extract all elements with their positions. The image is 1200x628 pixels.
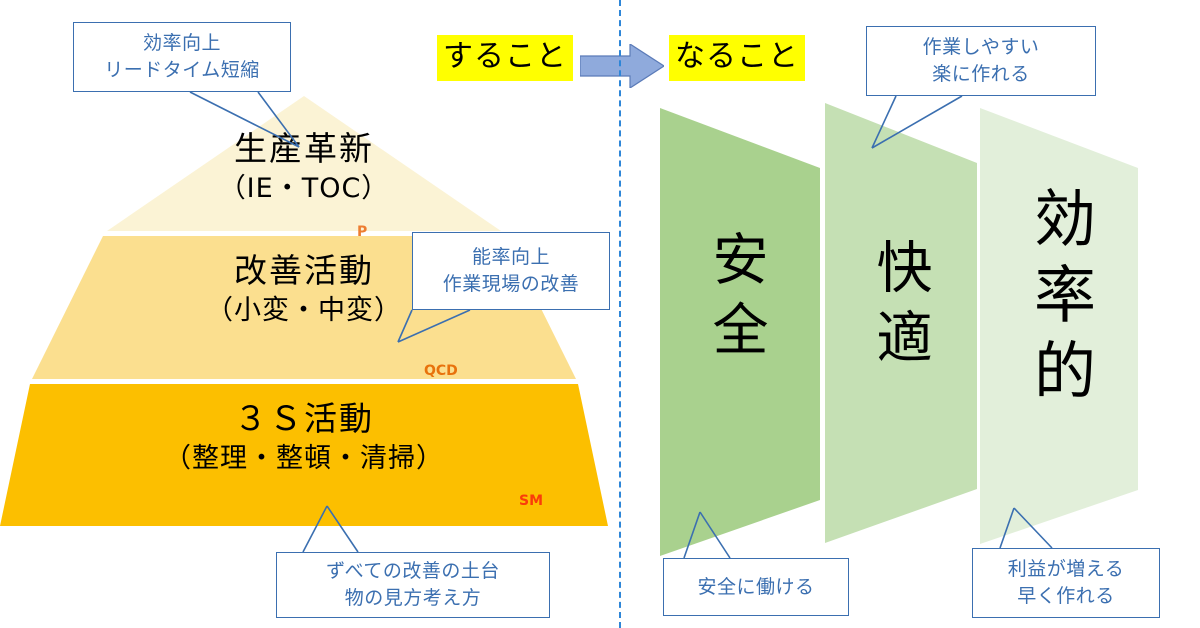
outcome-label-efficiency: 効率的 — [1023, 186, 1096, 414]
callout-efficiency-line2: リードタイム短縮 — [104, 59, 260, 81]
banner-label-doing: すること — [437, 35, 573, 81]
tier-top-main: 生産革新 — [234, 129, 374, 168]
callout-efficiency-line1: 効率向上 — [142, 32, 221, 54]
tier-tag-sm: SM — [519, 493, 544, 509]
right-arrow-icon — [580, 44, 664, 88]
callout-profit-line1: 利益が増える — [1007, 558, 1125, 580]
callout-easy-line1: 作業しやすい — [922, 36, 1040, 58]
callout-efficiency-up[interactable]: 効率向上 リードタイム短縮 — [73, 22, 291, 92]
pyramid-tier-middle-label: 改善活動 （小変・中変） — [128, 250, 480, 330]
tier-middle-sub: （小変・中変） — [206, 295, 402, 326]
callout-profit-line2: 早く作れる — [1017, 585, 1115, 607]
tier-bottom-sub: （整理・整頓・清掃） — [164, 443, 444, 474]
callout-kaizen-line1: 能率向上 — [471, 246, 550, 268]
outcome-shape-comfort — [825, 103, 977, 543]
callout-foundation-line2: 物の見方考え方 — [344, 587, 482, 609]
pyramid-tier-bottom-label: ３Ｓ活動 （整理・整頓・清掃） — [104, 398, 504, 478]
tier-bottom-main: ３Ｓ活動 — [234, 399, 374, 438]
tier-middle-main: 改善活動 — [234, 251, 374, 290]
callout-kaizen-line2: 作業現場の改善 — [442, 273, 580, 295]
tier-top-sub: （IE・TOC） — [218, 173, 390, 204]
callout-foundation[interactable]: ずべての改善の土台 物の見方考え方 — [276, 552, 550, 618]
callout-profit[interactable]: 利益が増える 早く作れる — [972, 548, 1160, 618]
pyramid-tier-top — [107, 96, 501, 231]
outcome-shape-safety — [660, 108, 820, 556]
pyramid-tier-top-label: 生産革新 （IE・TOC） — [154, 128, 454, 208]
section-divider — [619, 0, 621, 628]
tier-tag-p: P — [357, 224, 368, 240]
callout-safe-line1: 安全に働ける — [697, 575, 815, 598]
tier-tag-qcd: QCD — [424, 363, 458, 379]
outcome-label-safety: 安全 — [703, 230, 768, 370]
outcome-shape-efficiency — [980, 108, 1138, 544]
banner-label-becoming: なること — [669, 35, 805, 81]
outcome-label-comfort: 快適 — [867, 238, 932, 378]
callout-foundation-line1: ずべての改善の土台 — [326, 560, 500, 582]
callout-kaizen[interactable]: 能率向上 作業現場の改善 — [412, 232, 610, 310]
callout-easy-line2: 楽に作れる — [932, 63, 1030, 85]
pyramid-tier-bottom — [0, 384, 608, 526]
callout-safe-work[interactable]: 安全に働ける — [663, 558, 849, 616]
callout-easy-work[interactable]: 作業しやすい 楽に作れる — [866, 26, 1096, 96]
